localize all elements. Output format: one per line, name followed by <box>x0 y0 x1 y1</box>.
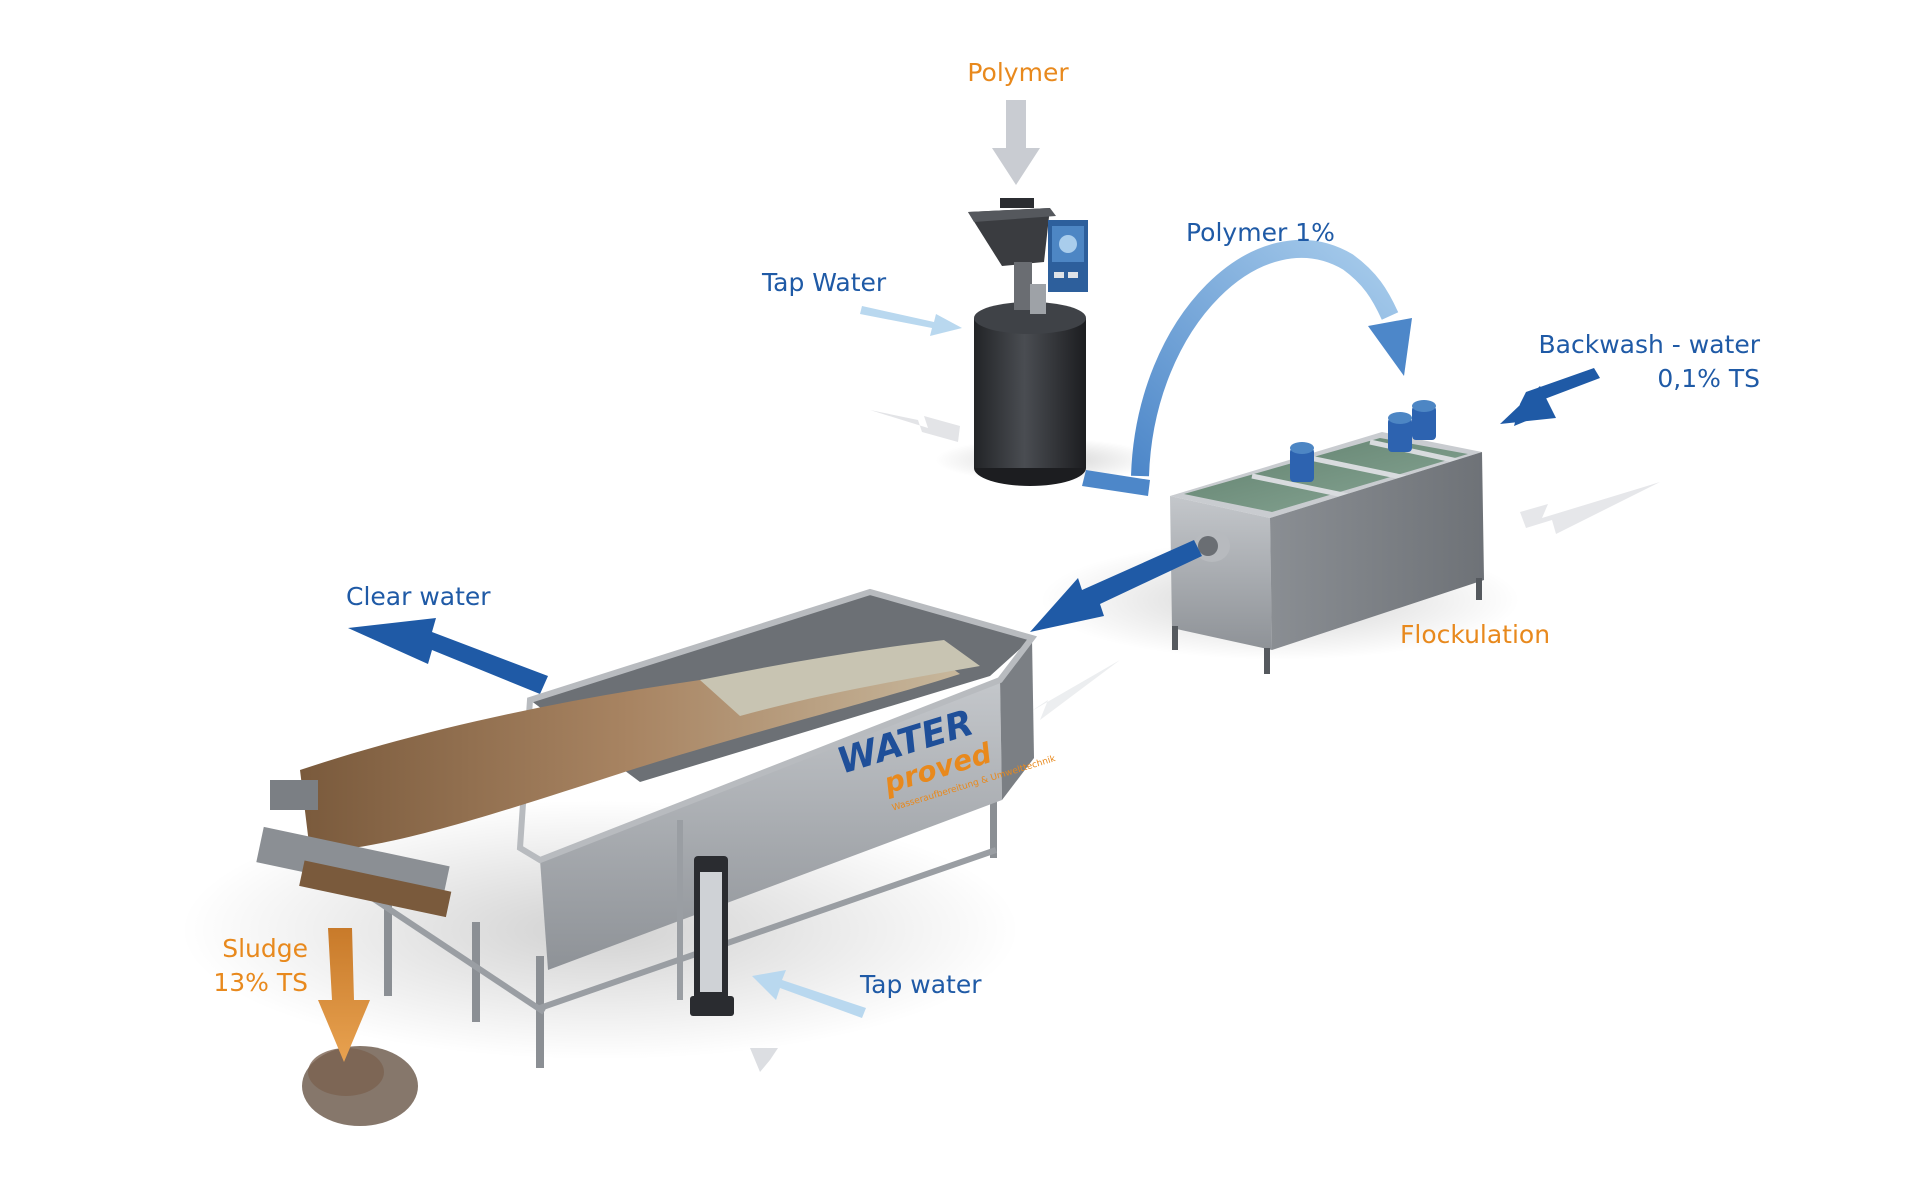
polymer-label: Polymer <box>967 58 1069 87</box>
sludge-line-2: 13% TS <box>213 968 308 997</box>
polymer-dosing-station <box>968 198 1088 486</box>
grey-arrow-right-of-flocculation <box>1520 482 1660 534</box>
polymer-1pct-label: Polymer 1% <box>1186 218 1335 247</box>
flocculation-tank <box>1170 400 1484 674</box>
backwash-arrow-head <box>1500 386 1556 424</box>
tap-water-top-label: Tap Water <box>762 268 887 297</box>
grey-arrow-bottom <box>750 1048 845 1092</box>
clear-water-output-arrow <box>348 618 548 694</box>
tap-water-bottom-label: Tap water <box>860 970 982 999</box>
sludge-output-arrow <box>318 928 370 1062</box>
grey-arrow-under-filter <box>1030 660 1120 720</box>
tap-water-bottom-arrow <box>752 970 866 1018</box>
grey-arrow-under-polymer-tank <box>870 410 960 442</box>
backwash-water-label: Backwash - water 0,1% TS <box>1510 328 1760 396</box>
clear-water-label: Clear water <box>346 582 491 611</box>
backwash-line-1: Backwash - water <box>1538 330 1760 359</box>
belt-filter-unit <box>256 588 1038 1068</box>
sludge-pile <box>302 1046 418 1126</box>
flockulation-label: Flockulation <box>1400 620 1551 649</box>
polymer-input-arrow <box>992 100 1040 185</box>
polymer-1pct-curved-arrow <box>1082 240 1412 496</box>
tap-water-top-arrow <box>860 306 962 336</box>
backwash-line-2: 0,1% TS <box>1657 364 1760 393</box>
flocculation-to-filter-arrow <box>1030 540 1202 632</box>
sludge-line-1: Sludge <box>222 934 308 963</box>
sludge-label: Sludge 13% TS <box>190 932 308 1000</box>
